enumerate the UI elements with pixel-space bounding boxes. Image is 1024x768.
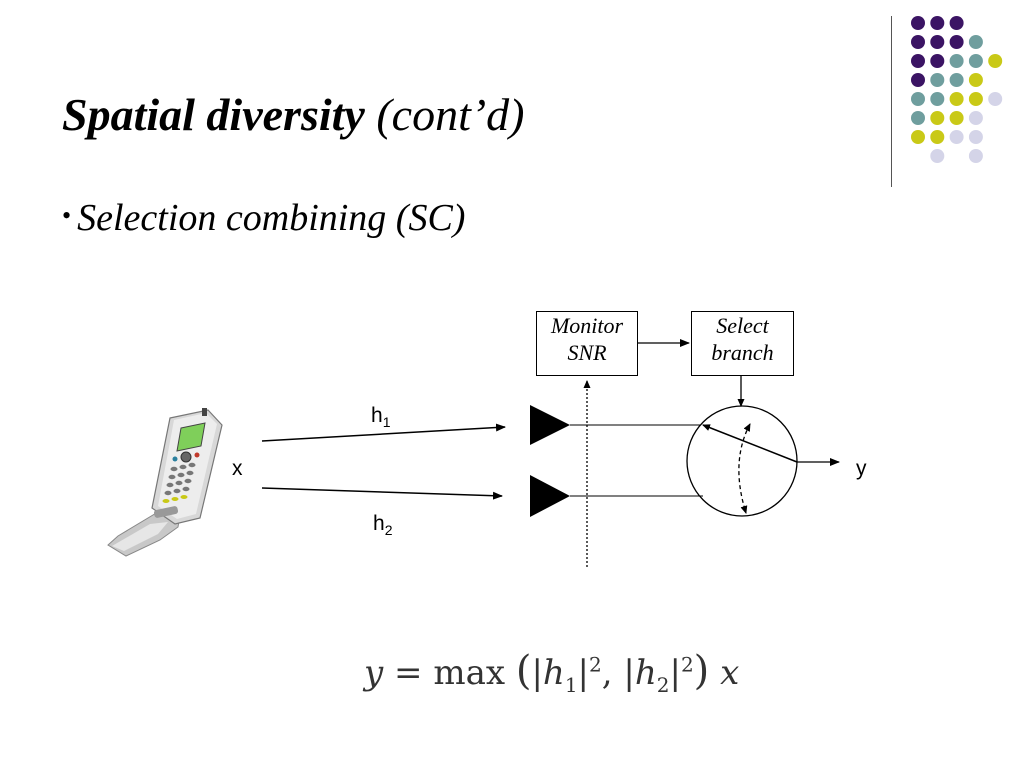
decor-dot xyxy=(949,35,964,49)
decor-dot xyxy=(911,35,925,49)
decor-dot xyxy=(988,92,1003,106)
decor-dot xyxy=(930,16,945,30)
channel-h2-arrow xyxy=(261,487,503,500)
decor-dot xyxy=(911,92,925,106)
decor-dot xyxy=(911,16,925,30)
decor-dot xyxy=(930,73,945,87)
slide-title: Spatial diversity (cont’d) xyxy=(62,88,524,141)
bullet-item: •Selection combining (SC) xyxy=(62,196,465,240)
decor-dot xyxy=(949,73,964,87)
decor-dot xyxy=(911,130,925,144)
decor-dot xyxy=(911,111,925,125)
decor-dot xyxy=(949,130,964,144)
bullet-text: Selection combining (SC) xyxy=(77,197,466,239)
decor-divider-line xyxy=(891,16,892,187)
decor-dot xyxy=(930,111,945,125)
channel-h1-arrow xyxy=(261,423,506,442)
monitor-box-line2: SNR xyxy=(567,340,607,365)
decor-dot xyxy=(988,54,1003,68)
bullet-dot-icon: • xyxy=(62,201,72,230)
input-label-x: x xyxy=(232,457,243,480)
decor-dot xyxy=(968,149,983,163)
decor-dot xyxy=(968,54,983,68)
decor-dot xyxy=(968,111,983,125)
switch-toggle-arrow xyxy=(738,423,751,514)
mobile-phone-icon xyxy=(107,408,223,557)
monitor-snr-box: Monitor SNR xyxy=(536,311,638,376)
decor-dot xyxy=(949,54,964,68)
selection-combining-formula: y = max (|h1|2, |h2|2) x xyxy=(364,648,740,697)
decor-dot xyxy=(968,73,983,87)
decor-dot xyxy=(968,130,983,144)
switch-arm xyxy=(702,424,798,463)
decor-dot xyxy=(968,35,983,49)
switch-circle xyxy=(686,405,798,517)
antenna-2-icon xyxy=(530,475,570,517)
decor-dot xyxy=(930,54,945,68)
decor-dot xyxy=(949,92,964,106)
select-box-line1: Select xyxy=(716,313,769,338)
decor-dot xyxy=(930,92,945,106)
decor-dot xyxy=(968,92,983,106)
antenna-1-icon xyxy=(530,405,570,445)
decor-dot xyxy=(930,130,945,144)
monitor-box-line1: Monitor xyxy=(550,313,624,338)
title-suffix: (cont’d) xyxy=(376,89,525,140)
channel-h2-label: h2 xyxy=(373,512,393,539)
channel-h1-label: h1 xyxy=(371,404,391,431)
output-label-y: y xyxy=(856,457,867,480)
select-branch-box: Select branch xyxy=(691,311,794,376)
decor-dot xyxy=(949,16,964,30)
select-box-line2: branch xyxy=(711,340,774,365)
decor-dot xyxy=(949,111,964,125)
decor-dot xyxy=(930,149,945,163)
title-main: Spatial diversity xyxy=(62,89,365,140)
decor-dot xyxy=(911,54,925,68)
decor-dot xyxy=(911,73,925,87)
decor-dot xyxy=(930,35,945,49)
